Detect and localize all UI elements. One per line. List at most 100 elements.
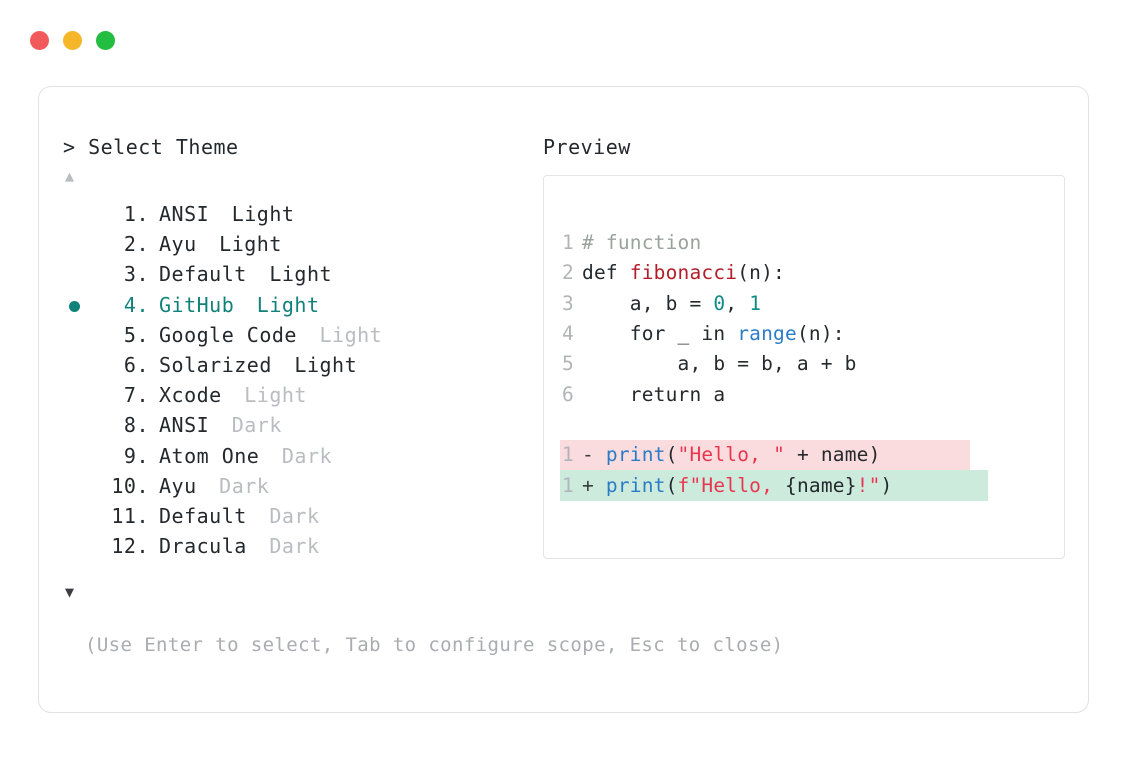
code-token-string: f"Hello,: [677, 473, 786, 497]
theme-item-name: GitHub: [159, 292, 235, 317]
code-token-plain: (n):: [796, 322, 845, 346]
code-token-keyword: def: [582, 261, 630, 285]
theme-item-variant: Light: [219, 232, 282, 257]
code-token-comment: # function: [582, 231, 702, 255]
code-line: 4 for _ in range(n):: [560, 319, 1064, 349]
scroll-down-icon[interactable]: ▼: [65, 583, 75, 601]
code-token-plain: {name}: [785, 473, 857, 497]
select-theme-prompt: > Select Theme: [63, 135, 239, 159]
theme-item-spacer: [222, 383, 245, 407]
theme-item-name: ANSI: [159, 202, 210, 227]
keyboard-hint: (Use Enter to select, Tab to configure s…: [85, 634, 784, 656]
diff-line-remove: 1- print("Hello, " + name): [560, 440, 1064, 471]
code-token-plain: (n):: [737, 261, 785, 285]
code-token-builtin: print: [605, 473, 666, 497]
code-text: a, b = b, a + b: [574, 352, 857, 376]
theme-list-item[interactable]: 7. Xcode Light: [63, 380, 533, 410]
code-token-plain: a, b =: [582, 291, 714, 315]
theme-item-spacer: [272, 353, 295, 377]
code-text: a, b = 0, 1: [574, 292, 761, 316]
code-text: + print(f"Hello, {name}!"): [574, 474, 893, 498]
theme-item-name: Google Code: [159, 322, 297, 347]
code-token-string: "Hello, ": [677, 443, 786, 467]
code-token-number: 1: [749, 291, 762, 315]
theme-item-spacer: [234, 293, 257, 317]
theme-item-name: Dracula: [159, 534, 247, 559]
scroll-up-icon[interactable]: ▲: [65, 167, 75, 185]
theme-item-number: 5.: [123, 322, 149, 347]
line-number: 2: [562, 261, 574, 285]
line-number: 3: [562, 291, 574, 315]
code-token-plain: for _ in: [582, 322, 738, 346]
minimize-dot[interactable]: [63, 31, 82, 50]
theme-item-name: Ayu: [159, 232, 197, 257]
theme-item-number: 7.: [123, 383, 149, 408]
theme-item-spacer: [259, 444, 282, 468]
line-number: 5: [562, 352, 574, 376]
code-blank-line: [560, 410, 1064, 440]
theme-list-item[interactable]: 12.Dracula Dark: [63, 531, 533, 561]
theme-item-variant: Light: [244, 383, 307, 408]
theme-item-number: 8.: [123, 413, 149, 438]
code-line: 3 a, b = 0, 1: [560, 289, 1064, 319]
maximize-dot[interactable]: [96, 31, 115, 50]
theme-item-spacer: [209, 413, 232, 437]
preview-label: Preview: [543, 135, 631, 159]
code-token-builtin: range: [737, 322, 797, 346]
theme-list-item[interactable]: 1.ANSI Light: [63, 199, 533, 229]
code-line: 6 return a: [560, 379, 1064, 409]
theme-item-spacer: [197, 232, 220, 256]
theme-list-item[interactable]: 2.Ayu Light: [63, 229, 533, 259]
theme-list-item[interactable]: 9.Atom One Dark: [63, 441, 533, 471]
theme-item-name: Xcode: [159, 383, 222, 408]
selected-bullet-icon: [69, 300, 80, 312]
close-dot[interactable]: [30, 31, 49, 50]
code-token-plain: a, b = b, a + b: [582, 352, 857, 376]
theme-list-item[interactable]: 4. GitHub Light: [63, 290, 533, 320]
theme-item-variant: Dark: [269, 503, 320, 528]
theme-list-item[interactable]: 8.ANSI Dark: [63, 410, 533, 440]
theme-item-number: 6.: [123, 353, 149, 378]
theme-list-item[interactable]: 5.Google Code Light: [63, 320, 533, 350]
line-number: 1: [562, 443, 574, 467]
code-token-plain: ): [880, 473, 893, 497]
theme-item-spacer: [209, 202, 232, 226]
theme-item-number: 9.: [123, 443, 149, 468]
theme-list-item[interactable]: 6.Solarized Light: [63, 350, 533, 380]
code-token-plain: (: [665, 473, 678, 497]
theme-item-name: Atom One: [159, 443, 260, 468]
window-titlebar: [30, 31, 115, 50]
theme-item-variant: Light: [256, 292, 320, 317]
theme-item-number: 11.: [111, 503, 149, 528]
theme-list-item[interactable]: 11. Default Dark: [63, 501, 533, 531]
theme-item-name: Default: [159, 262, 247, 287]
code-token-func: fibonacci: [629, 261, 738, 285]
code-token-plain: return a: [582, 382, 726, 406]
code-text: for _ in range(n):: [574, 322, 845, 346]
theme-item-variant: Light: [269, 262, 333, 287]
theme-item-name: ANSI: [159, 413, 210, 438]
theme-item-number: 1.: [123, 202, 149, 227]
theme-list-item[interactable]: 10.Ayu Dark: [63, 471, 533, 501]
code-token-builtin: print: [605, 443, 666, 467]
line-number: 1: [562, 231, 574, 255]
theme-item-spacer: [247, 262, 270, 286]
theme-item-variant: Dark: [219, 473, 270, 498]
theme-item-spacer: [247, 504, 270, 528]
theme-item-variant: Light: [294, 353, 358, 378]
theme-item-name: Default: [159, 503, 247, 528]
code-token-string: !": [856, 473, 881, 497]
theme-item-spacer: [297, 323, 320, 347]
theme-item-number: 4.: [123, 292, 149, 317]
line-number: 4: [562, 322, 574, 346]
code-token-plain: (: [665, 443, 678, 467]
code-line: 5 a, b = b, a + b: [560, 349, 1064, 379]
code-text: def fibonacci(n):: [574, 261, 785, 285]
code-token-plain: + name): [785, 443, 881, 467]
code-text: # function: [574, 231, 701, 255]
theme-list-item[interactable]: 3.Default Light: [63, 259, 533, 289]
